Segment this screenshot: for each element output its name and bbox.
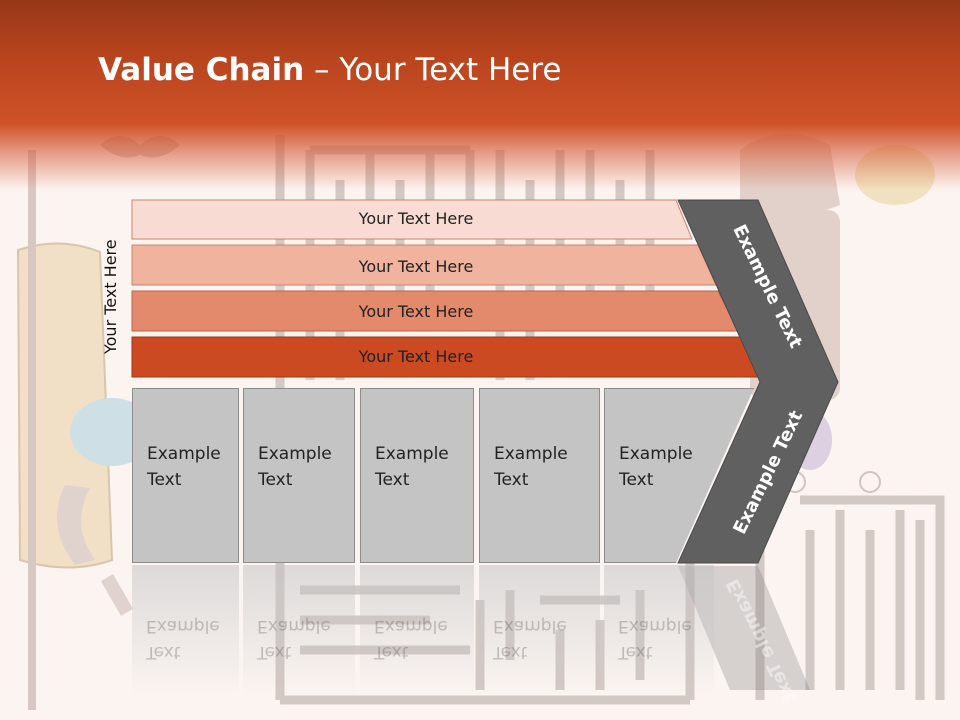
- reflection-2: Text Example: [243, 565, 355, 695]
- reflection-3: Text Example: [360, 565, 474, 695]
- slide-title: Value Chain – Your Text Here: [98, 52, 561, 88]
- refl-text-3b: Example: [374, 616, 448, 636]
- refl-text-1a: Text: [146, 642, 181, 662]
- refl-text-4b: Example: [493, 616, 567, 636]
- box-text-3a: Example: [375, 444, 449, 464]
- row-label-1: Your Text Here: [358, 209, 474, 228]
- reflection-5: Text Example: [604, 565, 714, 695]
- box-text-1a: Example: [147, 444, 221, 464]
- refl-text-4a: Text: [493, 642, 528, 662]
- refl-text-1b: Example: [146, 616, 220, 636]
- box-text-5a: Example: [619, 444, 693, 464]
- margin-chevron: [677, 199, 839, 564]
- reflection-1: Text Example: [132, 565, 239, 695]
- box-text-4b: Text: [494, 470, 529, 490]
- row-bar-1: [131, 199, 693, 240]
- refl-text-2b: Example: [257, 616, 331, 636]
- header-band: [0, 0, 960, 190]
- box-text-5b: Text: [619, 470, 654, 490]
- box-text-3b: Text: [375, 470, 410, 490]
- box-text-1b: Text: [147, 470, 182, 490]
- refl-text-5b: Example: [618, 616, 692, 636]
- row-label-4: Your Text Here: [358, 347, 474, 366]
- row-label-2: Your Text Here: [358, 257, 474, 276]
- box-text-4a: Example: [494, 444, 568, 464]
- row-label-3: Your Text Here: [358, 302, 474, 321]
- title-bold: Value Chain: [98, 52, 305, 88]
- reflection-4: Text Example: [479, 565, 600, 695]
- refl-text-5a: Text: [618, 642, 653, 662]
- title-rest: – Your Text Here: [304, 52, 562, 88]
- refl-text-2a: Text: [257, 642, 292, 662]
- box-text-2a: Example: [258, 444, 332, 464]
- refl-text-3a: Text: [374, 642, 409, 662]
- box-text-2b: Text: [258, 470, 293, 490]
